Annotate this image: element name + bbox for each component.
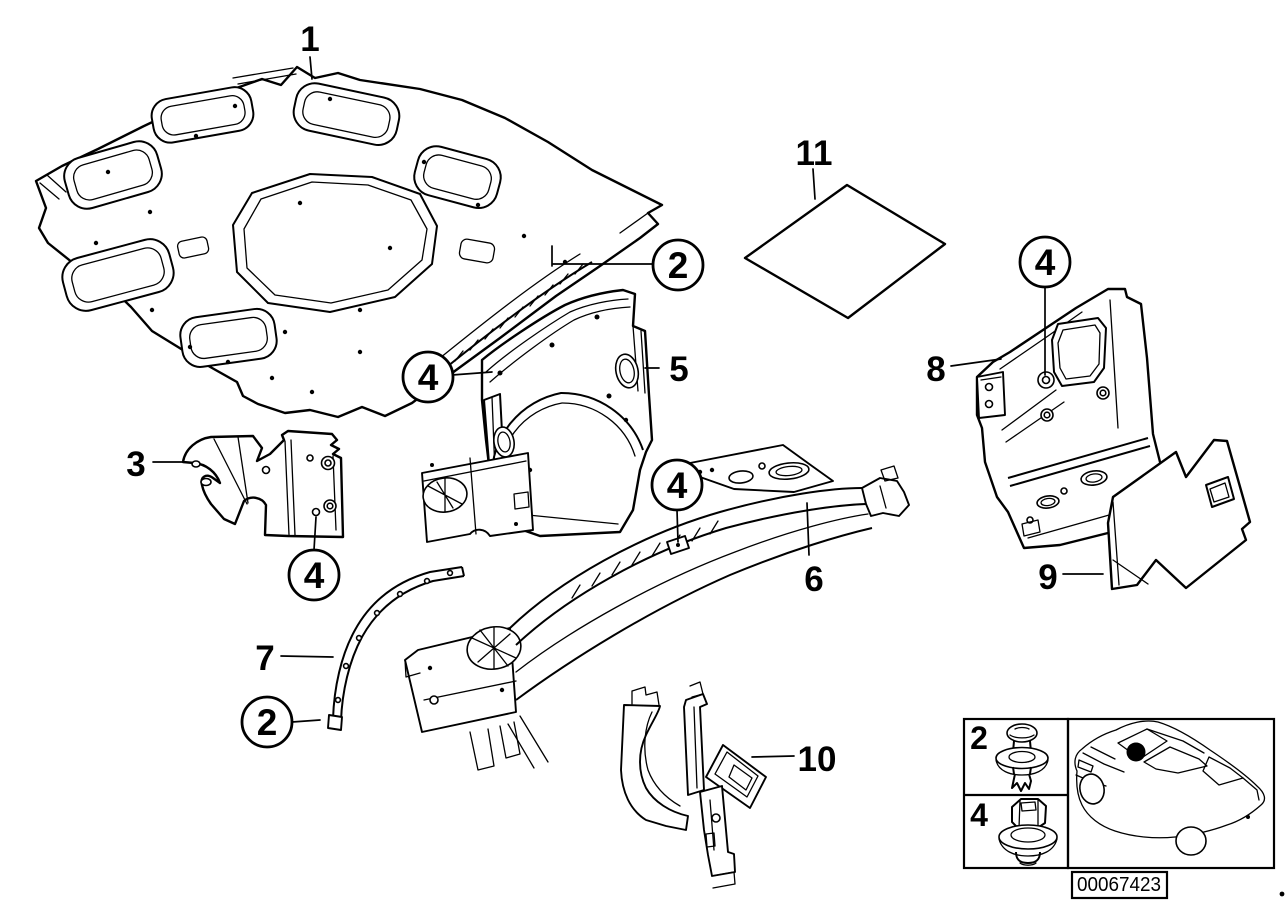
part-10-bracket-housing-drawing <box>620 681 767 889</box>
rivet-hole-dots <box>93 96 568 395</box>
callout-fastener-4-part5[interactable]: 4 <box>401 350 455 404</box>
part-6-side-member-rail-drawing <box>404 444 910 771</box>
callout-fastener-2-upper[interactable]: 2 <box>651 238 705 292</box>
part-11-flat-sheet-drawing <box>743 183 947 320</box>
plastic-nut-icon <box>998 798 1058 866</box>
legend-label-2: 2 <box>970 720 988 756</box>
part-7-sealing-strip-drawing <box>327 566 465 731</box>
stray-page-dot <box>1279 891 1285 897</box>
callout-part-10[interactable]: 10 <box>798 740 837 779</box>
callout-fastener-4-part8-label[interactable]: 4 <box>1035 242 1056 283</box>
part-8-bulkhead-panel-drawing <box>975 287 1172 550</box>
callout-fastener-4-part6-label[interactable]: 4 <box>667 465 688 506</box>
callout-part-7[interactable]: 7 <box>255 639 274 678</box>
insulation-location-dot <box>1126 742 1146 762</box>
callout-fastener-4-part8[interactable]: 4 <box>1018 235 1072 289</box>
legend-label-4: 4 <box>970 797 988 833</box>
part-3-insulation-piece-drawing <box>181 429 345 539</box>
callout-part-11[interactable]: 11 <box>796 134 833 173</box>
legend-box: 2 4 <box>962 717 1276 870</box>
legend-row-4: 4 <box>970 797 1058 866</box>
callout-part-5[interactable]: 5 <box>669 350 688 389</box>
legend-vehicle-box <box>1066 717 1276 870</box>
part-number-text: 00067423 <box>1077 874 1161 896</box>
expanding-rivet-icon <box>995 723 1049 792</box>
callout-part-6[interactable]: 6 <box>804 560 823 599</box>
callout-fastener-4-part3-label[interactable]: 4 <box>304 555 325 596</box>
legend-row-2: 2 <box>970 720 1049 792</box>
car-silhouette-icon <box>1074 720 1266 856</box>
part-5-wheelhouse-panel-drawing <box>421 288 654 543</box>
part-9-insulation-sheet-drawing <box>1106 438 1252 591</box>
callout-fastener-4-part3[interactable]: 4 <box>287 548 341 602</box>
callout-fastener-2-lower[interactable]: 2 <box>240 695 294 749</box>
part-number-plate: 00067423 <box>1070 870 1169 900</box>
callout-fastener-2-lower-label[interactable]: 2 <box>257 702 278 743</box>
callout-fastener-4-part5-label[interactable]: 4 <box>418 357 439 398</box>
callout-part-8[interactable]: 8 <box>926 350 945 389</box>
callout-part-3[interactable]: 3 <box>126 445 145 484</box>
part-1-insulation-panel-drawing <box>34 65 664 419</box>
callout-fastener-2-upper-label[interactable]: 2 <box>668 245 689 286</box>
callout-labels: 1 3 5 6 7 8 9 10 11 2 4 4 4 4 2 <box>126 20 1072 779</box>
callout-part-9[interactable]: 9 <box>1038 558 1057 597</box>
callout-part-1[interactable]: 1 <box>300 20 319 59</box>
callout-fastener-4-part6[interactable]: 4 <box>650 458 704 512</box>
leader-lines <box>152 56 1104 758</box>
